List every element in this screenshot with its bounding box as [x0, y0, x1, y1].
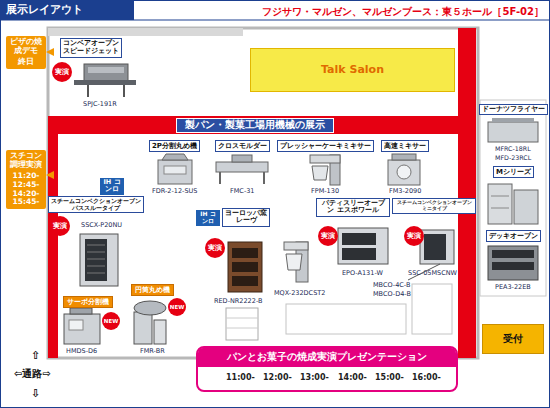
- node-text: スチームコンベクションオーブン パススルータイプ: [51, 198, 141, 211]
- machine-name-tag: 円筒丸め機: [131, 284, 174, 296]
- demo-badge: 実演: [52, 62, 72, 82]
- machine-name-tag: スチームコンベクションオーブン ミニタイプ: [392, 198, 476, 214]
- machine-name-tag: スチームコンベクションオーブン パススルータイプ: [48, 196, 144, 213]
- demo-tag: ピザの焼成デモ終日: [6, 36, 46, 69]
- new-badge: NEW: [168, 298, 186, 316]
- machine-name-tag: ヨーロッパ窯 レーヴ: [222, 208, 270, 227]
- node-text: 製パン・製菓工場用機械の展示: [185, 120, 325, 131]
- node-text: IH コンロ: [102, 179, 122, 194]
- node-text: 11:20- 12:45- 14:20- 15:45-: [8, 172, 44, 207]
- node-text: 高速ミキサー: [384, 142, 426, 150]
- time-label: 11:00-: [226, 374, 255, 383]
- node-text: デッキオーブン: [489, 232, 538, 240]
- presentation-box: パンとお菓子の焼成実演プレゼンテーション: [196, 346, 458, 392]
- node-text: NEW: [170, 304, 184, 310]
- node-text: サーボ分割機: [67, 298, 109, 306]
- node-text: プレッシャーケーキミキサー: [280, 142, 371, 150]
- time-label: 15:00-: [375, 374, 404, 383]
- model-number: MQX-232DCST2: [274, 290, 325, 297]
- exhibit-band: 製パン・製菓工場用機械の展示: [176, 118, 334, 133]
- node-text: 実演: [321, 232, 335, 240]
- node-text: コンベアオーブン スピードジェット: [63, 40, 119, 56]
- machine-name-tag: パティスリーオーブン エスポワール: [316, 198, 390, 217]
- time-label: 14:00-: [338, 374, 367, 383]
- model-number: SSCX-P20NU: [81, 222, 122, 229]
- model-number: RED-NR2222-B: [214, 298, 262, 305]
- ih-stove: IH コンロ: [100, 178, 124, 195]
- machine-name-tag: クロスモルダー: [215, 140, 270, 152]
- node-text: 終日: [8, 58, 44, 67]
- model-number: HMDS-D6: [66, 348, 97, 355]
- model-number: MBCO-4C-B: [373, 282, 410, 289]
- model-number: MFD-23RCL: [495, 155, 531, 162]
- node-text: Talk Salon: [321, 64, 384, 77]
- node-text: ドーナツフライヤー: [482, 106, 545, 113]
- talk-salon: Talk Salon: [250, 48, 455, 92]
- node-text: 実演: [55, 68, 69, 76]
- machine-name-tag: Mシリーズ: [493, 166, 534, 178]
- machine-name-tag: 高速ミキサー: [381, 140, 429, 152]
- node-text: 受付: [503, 333, 523, 345]
- aisle-label: ⇧: [31, 350, 40, 362]
- machine-name-tag: デッキオーブン: [486, 230, 541, 242]
- demo-badge: 実演: [404, 226, 424, 246]
- model-number: PEA3-22EB: [495, 284, 531, 291]
- node-text: 2P分割丸め機: [152, 142, 197, 150]
- node-text: 円筒丸め機: [135, 286, 170, 294]
- node-text: 実演: [407, 232, 421, 240]
- node-text: パンとお菓子の焼成実演プレゼンテーション: [198, 348, 456, 367]
- time-label: 13:00-: [300, 374, 329, 383]
- model-number: FMR-BR: [140, 348, 165, 355]
- model-number: MBCO-D4-B: [373, 291, 411, 298]
- ih-stove: IH コンロ: [196, 210, 220, 226]
- node-text: 実演: [53, 222, 67, 230]
- aisle-label: ⇦通路⇨: [14, 368, 51, 379]
- model-number: FMC-31: [230, 188, 255, 195]
- model-number: FDR-2-12-SUS: [152, 188, 197, 195]
- model-number: FPM-130: [311, 188, 339, 195]
- time-label: 12:00-: [263, 374, 292, 383]
- new-badge: NEW: [102, 312, 120, 330]
- machine-name-tag: 2P分割丸め機: [149, 140, 200, 152]
- machine-name-tag: コンベアオーブン スピードジェット: [60, 38, 122, 58]
- page-title: 展示レイアウト: [0, 0, 134, 20]
- reception: 受付: [482, 324, 544, 354]
- machine-name-tag: ドーナツフライヤー: [479, 104, 548, 115]
- model-number: MFRC-18RL: [495, 146, 531, 153]
- booth-caption: フジサワ・マルゼン、マルゼンブース：東５ホール［5F-02］: [262, 5, 544, 19]
- model-number: EPO-A131-W: [342, 270, 383, 277]
- node-text: パティスリーオーブン エスポワール: [319, 200, 387, 215]
- node-text: 実演: [208, 244, 222, 252]
- demo-badge: 実演: [50, 216, 70, 236]
- demo-tag: スチコン調理実演 11:20- 12:45- 14:20- 15:45-: [6, 150, 46, 209]
- node-text: ヨーロッパ窯 レーヴ: [225, 210, 267, 225]
- demo-badge: 実演: [318, 226, 338, 246]
- node-text: Mシリーズ: [496, 168, 531, 176]
- node-text: IH コンロ: [198, 211, 218, 225]
- demo-badge: 実演: [205, 238, 225, 258]
- node-text: クロスモルダー: [218, 142, 267, 150]
- model-number: FM3-2090: [389, 188, 421, 195]
- time-label: 16:00-: [412, 374, 441, 383]
- machine-name-tag: プレッシャーケーキミキサー: [277, 140, 374, 152]
- machine-name-tag: サーボ分割機: [63, 296, 113, 308]
- model-number: SPJC-191R: [83, 101, 117, 108]
- node-text: NEW: [104, 318, 118, 324]
- node-text: スチコン調理実演: [8, 152, 44, 169]
- model-number: SSC-05MSCNW: [408, 270, 457, 277]
- node-text: ピザの焼成デモ: [8, 38, 44, 55]
- aisle-label: ⇩: [31, 388, 40, 400]
- node-text: スチームコンベクションオーブン ミニタイプ: [395, 200, 473, 212]
